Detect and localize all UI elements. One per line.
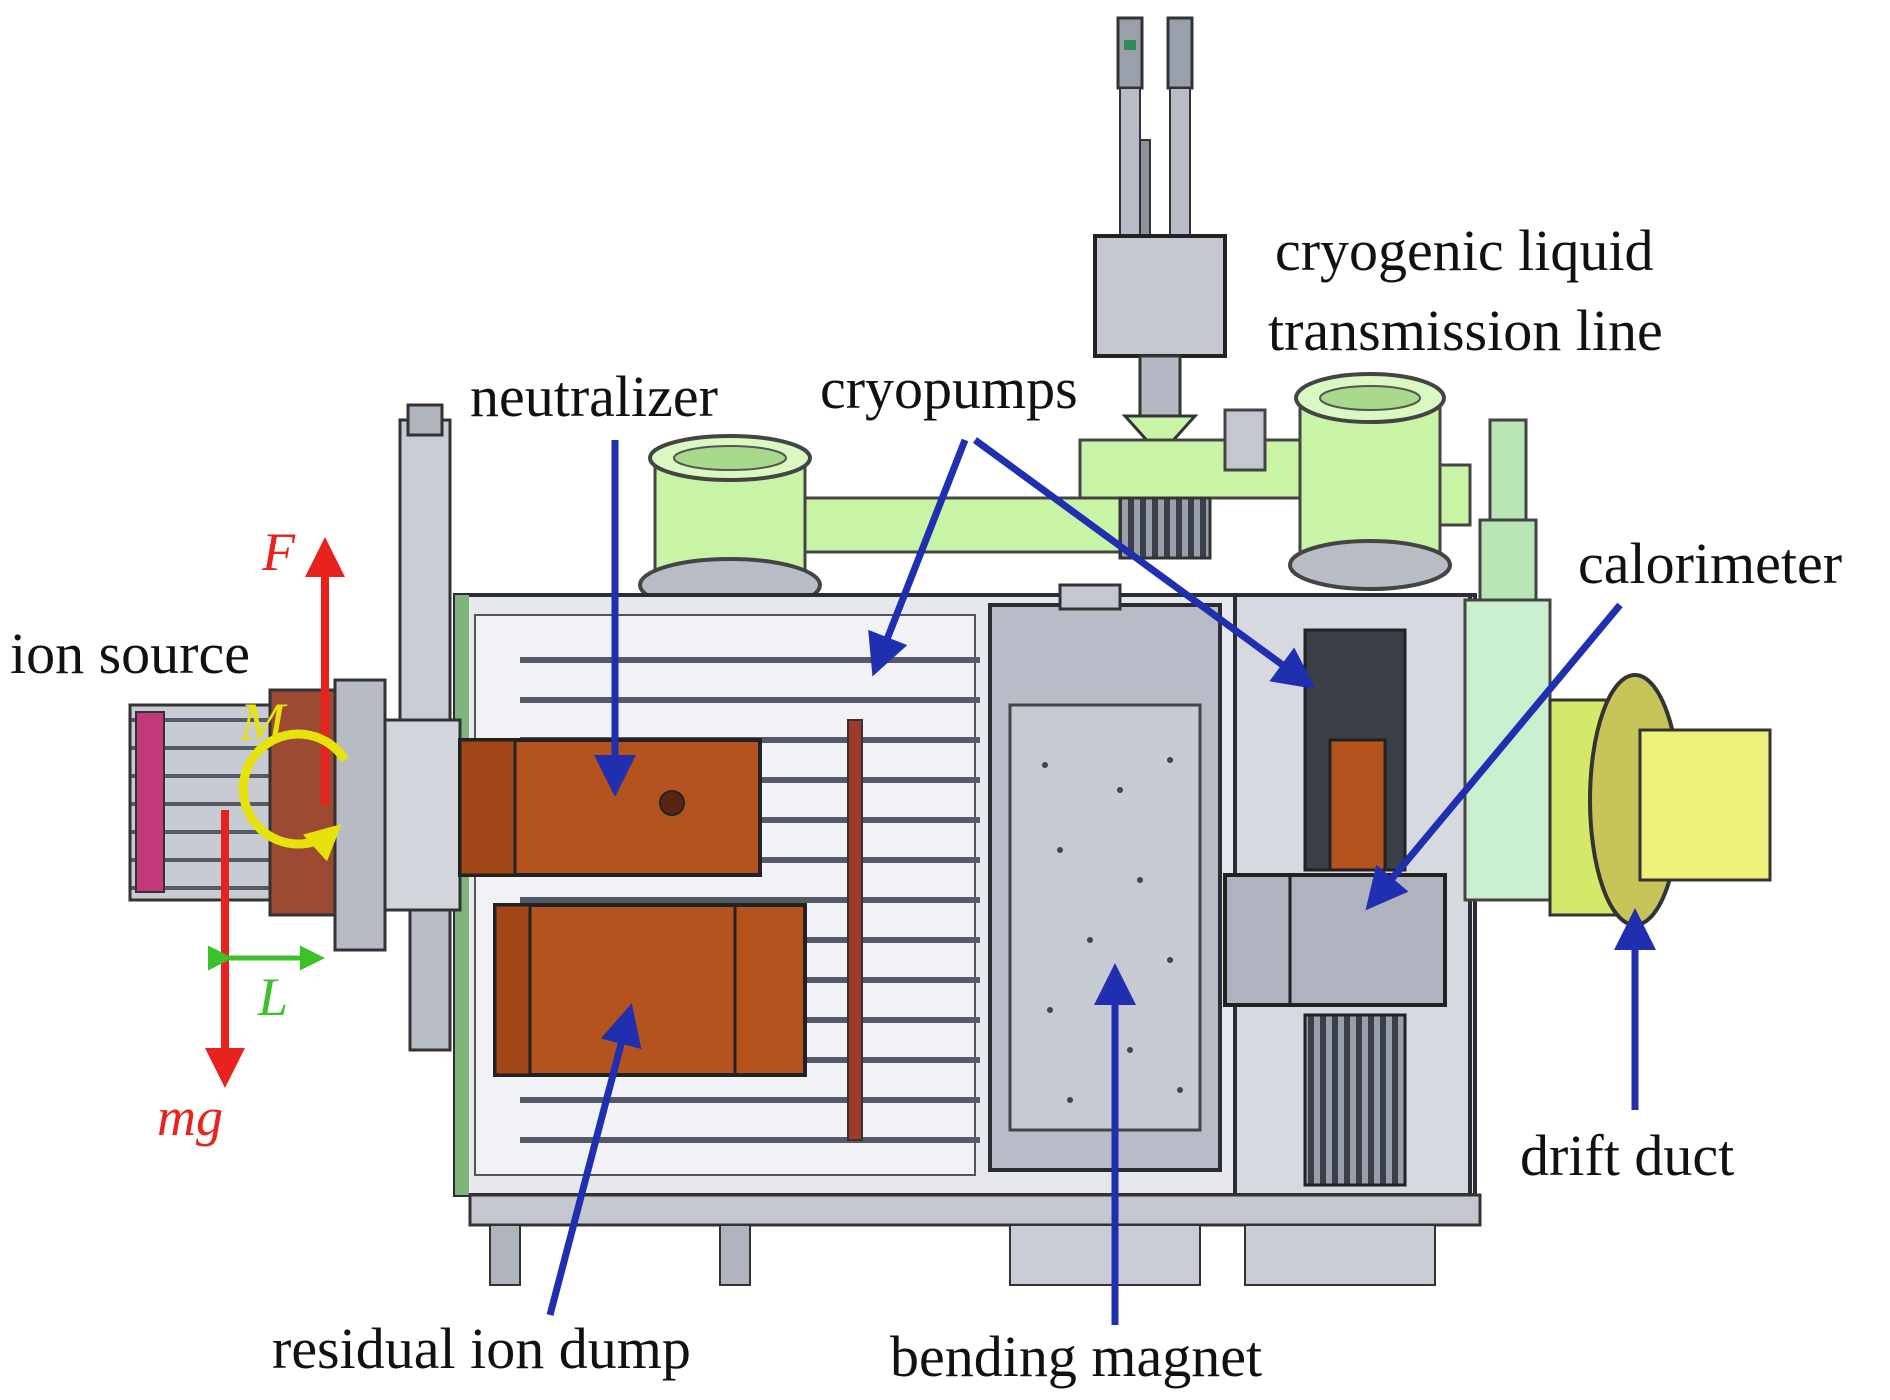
cryopump-left [638,434,822,613]
symbol-force: F [262,522,295,582]
residual-ion-dump-pointer [546,1003,642,1316]
label-cryogenic-line-1: cryogenic liquid [1275,218,1654,283]
label-calorimeter: calorimeter [1578,531,1843,596]
symbol-moment: M [240,692,285,752]
support-base [468,1193,1482,1286]
cryopump-pointer-left [868,438,969,677]
cryogenic-feedthrough [1093,16,1227,458]
residual-ion-dump-body [493,903,807,1077]
cryopump-right [1288,372,1452,591]
calorimeter-pointer [1365,602,1623,911]
ion-source [128,678,387,952]
label-bending-magnet: bending magnet [890,1324,1263,1389]
symbol-length: L [258,967,289,1027]
calorimeter-body [1223,593,1472,1197]
cryopump-pointer-right [972,437,1316,690]
label-neutralizer: neutralizer [470,364,718,429]
gate-valve [1463,418,1552,902]
label-cryopumps: cryopumps [820,356,1078,421]
label-drift-duct: drift duct [1520,1123,1735,1188]
neutralizer-body [458,738,762,877]
drift-duct-body [1548,673,1772,927]
bending-magnet-body [988,583,1222,1172]
ion-source-flange [378,403,462,1052]
label-cryogenic-line-2: transmission line [1268,298,1663,363]
label-ion-source: ion source [10,621,250,686]
label-residual-ion-dump: residual ion dump [272,1316,691,1381]
symbol-weight: mg [157,1087,223,1147]
moment-arrow [238,729,349,862]
